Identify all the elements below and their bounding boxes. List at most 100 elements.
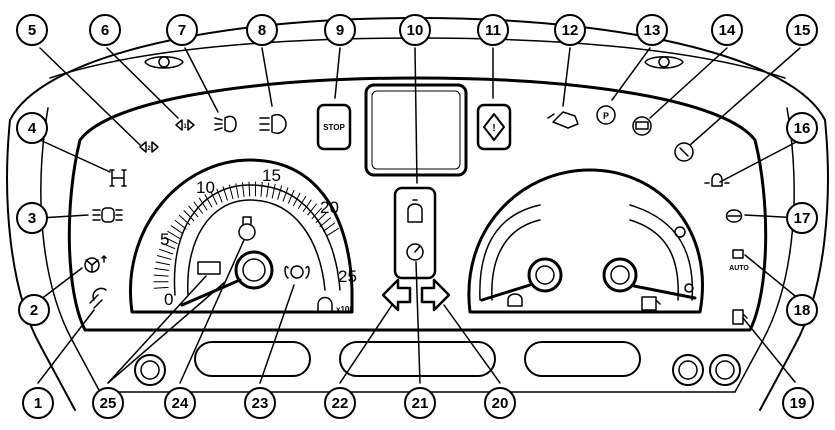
engine-oil-icon bbox=[547, 111, 579, 129]
brake-pressure-icon bbox=[284, 265, 310, 279]
tacho-tick-5: 5 bbox=[160, 230, 169, 249]
svg-text:6: 6 bbox=[101, 22, 109, 39]
svg-text:11: 11 bbox=[485, 22, 501, 39]
tacho-tick-20: 20 bbox=[320, 198, 339, 217]
tacho-tick-15: 15 bbox=[262, 166, 281, 185]
tacho-tick-mark bbox=[228, 184, 234, 200]
trailer-1-label: 1 bbox=[183, 124, 187, 130]
tacho-tick-mark bbox=[188, 205, 199, 218]
svg-text:21: 21 bbox=[412, 395, 429, 412]
callout-18: 18 bbox=[786, 294, 818, 326]
tacho-tick-mark bbox=[222, 186, 228, 201]
tacho-unit: x100 bbox=[336, 305, 354, 314]
tacho-tick-mark bbox=[159, 248, 174, 255]
callout-22: 22 bbox=[324, 387, 356, 419]
steering-icon bbox=[84, 255, 107, 273]
tacho-tick-mark bbox=[315, 212, 327, 223]
bottom-slot-center bbox=[339, 341, 496, 377]
tacho-tick-mark bbox=[193, 201, 203, 214]
tacho-tick-mark bbox=[322, 222, 336, 232]
main-beam-icon bbox=[259, 113, 287, 135]
speed-icon bbox=[406, 243, 424, 261]
callout-25: 25 bbox=[92, 387, 124, 419]
svg-text:1: 1 bbox=[34, 395, 42, 412]
callout-19: 19 bbox=[782, 387, 814, 419]
tachometer-scale-inner bbox=[187, 199, 326, 296]
tacho-tick-mark bbox=[287, 189, 295, 204]
bottom-knob-left bbox=[134, 354, 166, 386]
leader-lines bbox=[37, 47, 801, 384]
auto-label: AUTO bbox=[729, 265, 749, 272]
callout-12: 12 bbox=[554, 14, 586, 46]
svg-text:3: 3 bbox=[28, 210, 36, 227]
callout-16: 16 bbox=[786, 112, 818, 144]
tacho-tick-0: 0 bbox=[164, 290, 173, 309]
svg-text:22: 22 bbox=[332, 395, 349, 412]
svg-text:19: 19 bbox=[790, 395, 807, 412]
svg-text:9: 9 bbox=[336, 22, 344, 39]
auto-mode-icon bbox=[732, 249, 744, 259]
svg-text:2: 2 bbox=[30, 302, 38, 319]
callout-23: 23 bbox=[244, 387, 276, 419]
callout-8: 8 bbox=[246, 14, 278, 46]
svg-text:23: 23 bbox=[252, 395, 269, 412]
callout-24: 24 bbox=[164, 387, 196, 419]
tacho-tick-mark bbox=[277, 185, 283, 200]
coolant-icon bbox=[704, 173, 730, 187]
top-left-screw bbox=[144, 56, 184, 69]
housing-left bbox=[6, 119, 76, 411]
turn-right-icon bbox=[420, 278, 451, 312]
turn-left-icon bbox=[381, 278, 412, 312]
temp-hot-marker bbox=[674, 226, 686, 238]
panel-outline bbox=[67, 76, 768, 332]
tacho-tick-mark bbox=[311, 207, 322, 220]
diff-lock-icon bbox=[92, 207, 123, 223]
engine-temp-icon bbox=[507, 293, 523, 307]
callout-4: 4 bbox=[16, 112, 48, 144]
tacho-tick-mark bbox=[319, 217, 332, 228]
svg-text:12: 12 bbox=[562, 22, 579, 39]
oil-pressure-icon bbox=[407, 199, 423, 223]
gauge-panel bbox=[467, 168, 704, 314]
svg-text:14: 14 bbox=[719, 22, 736, 39]
tacho-tick-mark bbox=[266, 182, 270, 198]
tacho-tick-mark bbox=[155, 261, 171, 266]
tacho-tick-mark bbox=[248, 181, 251, 197]
glow-plug-icon bbox=[725, 209, 743, 223]
tacho-tick-mark bbox=[178, 214, 191, 226]
fuel-needle bbox=[602, 257, 697, 300]
tacho-tick-mark bbox=[153, 274, 169, 277]
tacho-tick-mark bbox=[161, 242, 176, 250]
trailer-1-icon bbox=[175, 119, 195, 131]
battery-icon bbox=[197, 261, 221, 275]
callout-11: 11 bbox=[477, 14, 509, 46]
temp-needle bbox=[480, 257, 563, 302]
callout-3: 3 bbox=[16, 202, 48, 234]
temp-gauge-arc bbox=[479, 204, 541, 301]
stop-label: STOP bbox=[323, 123, 345, 132]
bottom-knob-right-2 bbox=[709, 354, 741, 386]
housing-right bbox=[759, 119, 829, 411]
callout-13: 13 bbox=[636, 14, 668, 46]
tacho-tick-mark bbox=[164, 236, 178, 244]
callout-7: 7 bbox=[166, 14, 198, 46]
tacho-tick-mark bbox=[260, 181, 263, 197]
tacho-tick-mark bbox=[302, 199, 312, 212]
stop-indicator bbox=[316, 103, 352, 151]
fuel-level-icon bbox=[641, 296, 661, 311]
svg-text:13: 13 bbox=[644, 22, 661, 39]
trailer-2-label: 2 bbox=[147, 146, 151, 152]
tacho-tick-mark bbox=[271, 183, 276, 199]
callout-1: 1 bbox=[22, 387, 54, 419]
svg-text:16: 16 bbox=[794, 120, 811, 137]
parking-brake-icon bbox=[596, 105, 616, 125]
svg-text:4: 4 bbox=[28, 120, 37, 137]
work-light-icon bbox=[89, 287, 107, 309]
svg-text:24: 24 bbox=[172, 395, 189, 412]
brake-icon bbox=[632, 116, 652, 136]
tacho-tick-mark bbox=[154, 268, 170, 271]
trailer-2-icon bbox=[139, 141, 159, 153]
tacho-tick-mark bbox=[326, 227, 339, 237]
